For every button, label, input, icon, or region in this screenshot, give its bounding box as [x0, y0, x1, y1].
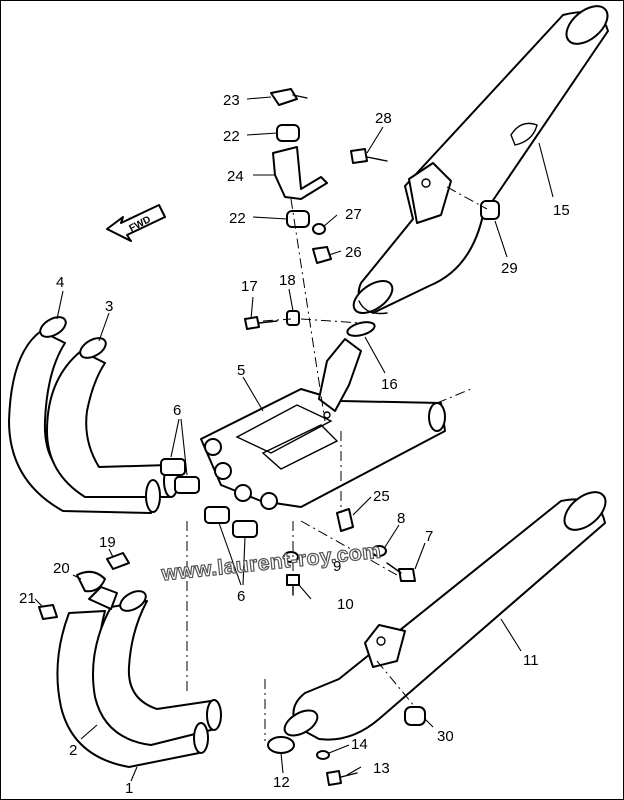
- gaskets: [160, 458, 258, 538]
- callout-17: 17: [241, 278, 258, 295]
- upper-header-pipes: [8, 316, 179, 514]
- callout-28: 28: [375, 110, 392, 127]
- callout-23: 23: [223, 92, 240, 109]
- assembly-lines: [186, 186, 488, 741]
- watermark: www.laurent-roy.com: [159, 540, 382, 586]
- callout-6-upper: 6: [173, 402, 181, 419]
- callout-1: 1: [125, 780, 133, 797]
- callout-22-upper: 22: [223, 128, 240, 145]
- callout-16: 16: [381, 376, 398, 393]
- callout-19: 19: [99, 534, 116, 551]
- upper-muffler: [352, 5, 609, 315]
- callout-11: 11: [523, 652, 539, 669]
- callout-14: 14: [351, 736, 368, 753]
- callout-29: 29: [501, 260, 518, 277]
- callout-22-lower: 22: [229, 210, 246, 227]
- callout-21: 21: [19, 590, 36, 607]
- collector-pipe: [200, 338, 446, 510]
- callout-3: 3: [105, 298, 113, 315]
- callout-25: 25: [373, 488, 390, 505]
- callout-13: 13: [373, 760, 390, 777]
- callout-24: 24: [227, 168, 244, 185]
- callout-7: 7: [425, 528, 433, 545]
- callout-26: 26: [345, 244, 362, 261]
- callout-20: 20: [53, 560, 70, 577]
- callout-9: 9: [333, 558, 341, 575]
- callout-30: 30: [437, 728, 454, 745]
- callout-4: 4: [56, 274, 64, 291]
- callout-5: 5: [237, 362, 245, 379]
- forward-arrow-icon: FWD: [106, 204, 166, 242]
- callout-8: 8: [397, 510, 405, 527]
- callout-27: 27: [345, 206, 362, 223]
- callouts: 1 2 3 4 5 6 6 7 8 9 10 11 12 13 14 15 16…: [19, 92, 570, 797]
- callout-15: 15: [553, 202, 570, 219]
- lower-muffler: [283, 491, 607, 741]
- callout-18: 18: [279, 272, 296, 289]
- hardware: [38, 88, 500, 786]
- callout-2: 2: [69, 742, 77, 759]
- callout-10: 10: [337, 596, 354, 613]
- callout-6-lower: 6: [237, 588, 245, 605]
- callout-12: 12: [273, 774, 290, 791]
- leader-lines: [34, 96, 554, 782]
- lower-header-pipes: [56, 586, 222, 768]
